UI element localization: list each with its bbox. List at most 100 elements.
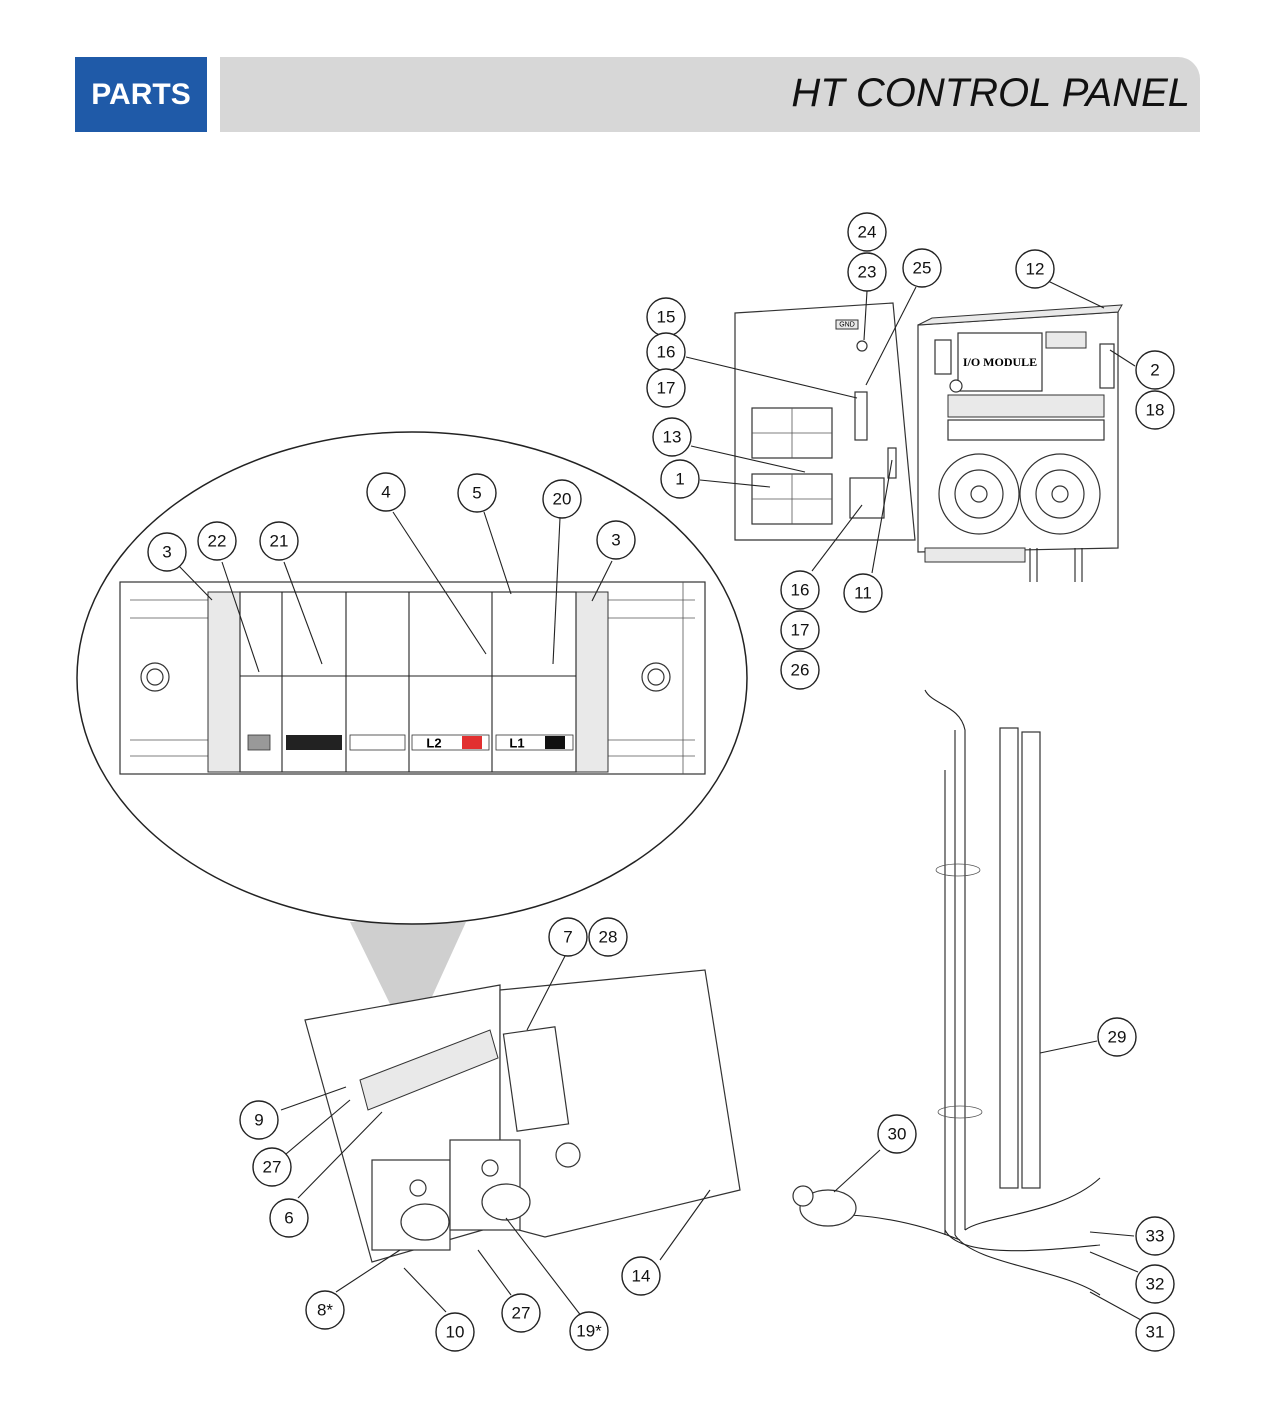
callout-12: 12 — [1015, 249, 1055, 289]
svg-text:17: 17 — [657, 379, 676, 398]
callout-8: 8* — [305, 1290, 345, 1330]
l1-label: L1 — [509, 736, 524, 751]
callout-17-lower: 17 — [780, 610, 820, 650]
cabinet-fittings — [924, 547, 1026, 563]
callout-21: 21 — [259, 521, 299, 561]
svg-text:13: 13 — [663, 428, 682, 447]
page-title: HT CONTROL PANEL — [791, 71, 1190, 115]
io-module-box — [957, 332, 1043, 392]
svg-text:22: 22 — [208, 532, 227, 551]
cabinet-top-lip — [917, 304, 1123, 326]
gnd-label: GND — [839, 322, 855, 329]
svg-text:3: 3 — [611, 531, 620, 550]
svg-text:28: 28 — [599, 928, 618, 947]
callout-6: 6 — [269, 1198, 309, 1238]
svg-text:27: 27 — [263, 1158, 282, 1177]
callout-30: 30 — [877, 1114, 917, 1154]
svg-text:15: 15 — [657, 308, 676, 327]
svg-text:7: 7 — [563, 928, 572, 947]
callout-18: 18 — [1135, 390, 1175, 430]
tube-long-left — [999, 727, 1019, 1189]
svg-text:14: 14 — [632, 1267, 651, 1286]
svg-text:3: 3 — [162, 543, 171, 562]
gnd-label-plate — [835, 319, 859, 330]
potentiometer — [949, 379, 963, 393]
io-module-label: I/O MODULE — [963, 355, 1037, 369]
fuse-row — [947, 419, 1105, 441]
svg-text:1: 1 — [675, 470, 684, 489]
callout-16: 16 — [646, 332, 686, 372]
tube-clamp-upper — [935, 863, 981, 877]
callout-7: 7 — [548, 917, 588, 957]
callout-3-right: 3 — [596, 520, 636, 560]
callout-5: 5 — [457, 473, 497, 513]
callout-14: 14 — [621, 1256, 661, 1296]
output-connector-row — [947, 394, 1105, 418]
svg-text:20: 20 — [553, 490, 572, 509]
callout-10: 10 — [435, 1312, 475, 1352]
l2-label: L2 — [426, 736, 441, 751]
parts-badge-label: PARTS — [91, 77, 191, 111]
fuse-holder — [854, 391, 868, 441]
svg-text:12: 12 — [1026, 260, 1045, 279]
terminal-strip-left — [934, 339, 952, 375]
callout-3-left: 3 — [147, 532, 187, 572]
callout-29: 29 — [1097, 1017, 1137, 1057]
svg-text:29: 29 — [1108, 1028, 1127, 1047]
terminal-strip-iso — [359, 1029, 499, 1111]
ground-screw — [856, 340, 868, 352]
callout-4: 4 — [366, 472, 406, 512]
callout-31: 31 — [1135, 1312, 1175, 1352]
callout-20: 20 — [542, 479, 582, 519]
parts-badge: PARTS — [75, 57, 207, 132]
callout-1: 1 — [660, 459, 700, 499]
callout-24: 24 — [847, 212, 887, 252]
callout-26: 26 — [780, 650, 820, 690]
callout-16-lower: 16 — [780, 570, 820, 610]
tube-bundle-assembly — [792, 689, 1101, 1296]
svg-text:26: 26 — [791, 661, 810, 680]
callout-9: 9 — [239, 1100, 279, 1140]
svg-text:16: 16 — [791, 581, 810, 600]
control-panel-open-view: GND I/O MODULE — [734, 302, 1123, 582]
callout-22: 22 — [197, 521, 237, 561]
svg-text:27: 27 — [512, 1304, 531, 1323]
callout-15: 15 — [646, 297, 686, 337]
svg-text:23: 23 — [858, 263, 877, 282]
pump-roller-left — [400, 1203, 450, 1241]
callout-27-upper: 27 — [252, 1147, 292, 1187]
svg-text:9: 9 — [254, 1111, 263, 1130]
svg-text:8*: 8* — [317, 1301, 333, 1320]
ground-marker — [247, 734, 271, 751]
cable-grommet — [555, 1142, 581, 1168]
leader-lines — [177, 280, 1142, 1321]
end-clamp-left — [207, 591, 241, 773]
l1-black-tag — [545, 736, 565, 749]
timer-module — [849, 477, 885, 519]
dip-switches — [1045, 331, 1087, 349]
svg-text:17: 17 — [791, 621, 810, 640]
svg-text:2: 2 — [1150, 361, 1159, 380]
svg-text:5: 5 — [472, 484, 481, 503]
callout-33: 33 — [1135, 1216, 1175, 1256]
callout-19: 19* — [569, 1311, 609, 1351]
svg-text:4: 4 — [381, 483, 390, 502]
magnifier-cone — [350, 922, 466, 1045]
callout-bubbles: 24 23 25 12 15 16 17 2 18 13 1 16 11 17 … — [147, 212, 1175, 1352]
end-clamp-right — [575, 591, 609, 773]
pump-roller-right — [481, 1183, 531, 1221]
svg-text:19*: 19* — [576, 1322, 602, 1341]
callout-25: 25 — [902, 248, 942, 288]
callout-11: 11 — [843, 573, 883, 613]
svg-text:24: 24 — [858, 223, 877, 242]
tube-clamp-lower — [937, 1105, 983, 1119]
l2-red-tag — [462, 736, 482, 749]
svg-text:18: 18 — [1146, 401, 1165, 420]
black-marker — [286, 735, 342, 750]
svg-text:11: 11 — [854, 584, 872, 603]
svg-text:32: 32 — [1146, 1275, 1165, 1294]
callout-32: 32 — [1135, 1264, 1175, 1304]
title-bar: HT CONTROL PANEL — [220, 57, 1200, 132]
callout-2: 2 — [1135, 350, 1175, 390]
